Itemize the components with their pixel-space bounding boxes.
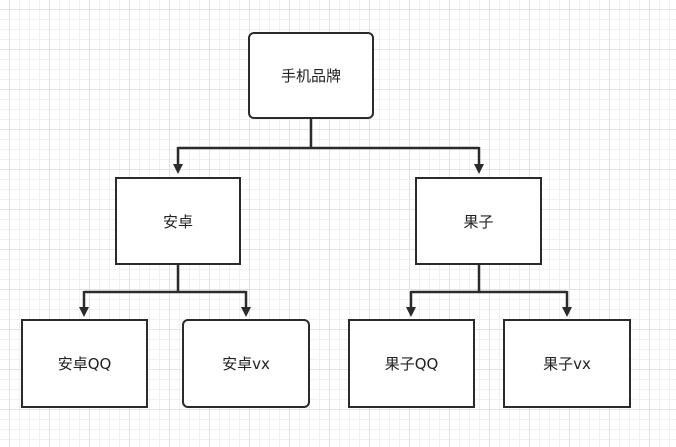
node-apple-qq-label: 果子QQ: [384, 355, 439, 373]
node-apple-vx[interactable]: 果子vx: [503, 319, 631, 408]
node-apple-qq[interactable]: 果子QQ: [348, 319, 475, 408]
node-android-qq-label: 安卓QQ: [57, 355, 112, 373]
node-root-label: 手机品牌: [280, 67, 341, 85]
node-apple[interactable]: 果子: [415, 177, 542, 265]
node-android-qq[interactable]: 安卓QQ: [21, 319, 148, 408]
node-apple-label: 果子: [463, 212, 494, 231]
node-root-phone-brand[interactable]: 手机品牌: [248, 32, 374, 119]
node-android[interactable]: 安卓: [115, 177, 241, 265]
node-android-vx[interactable]: 安卓vx: [182, 319, 310, 408]
node-android-label: 安卓: [162, 212, 193, 231]
node-apple-vx-label: 果子vx: [543, 355, 591, 373]
node-android-vx-label: 安卓vx: [222, 355, 270, 373]
